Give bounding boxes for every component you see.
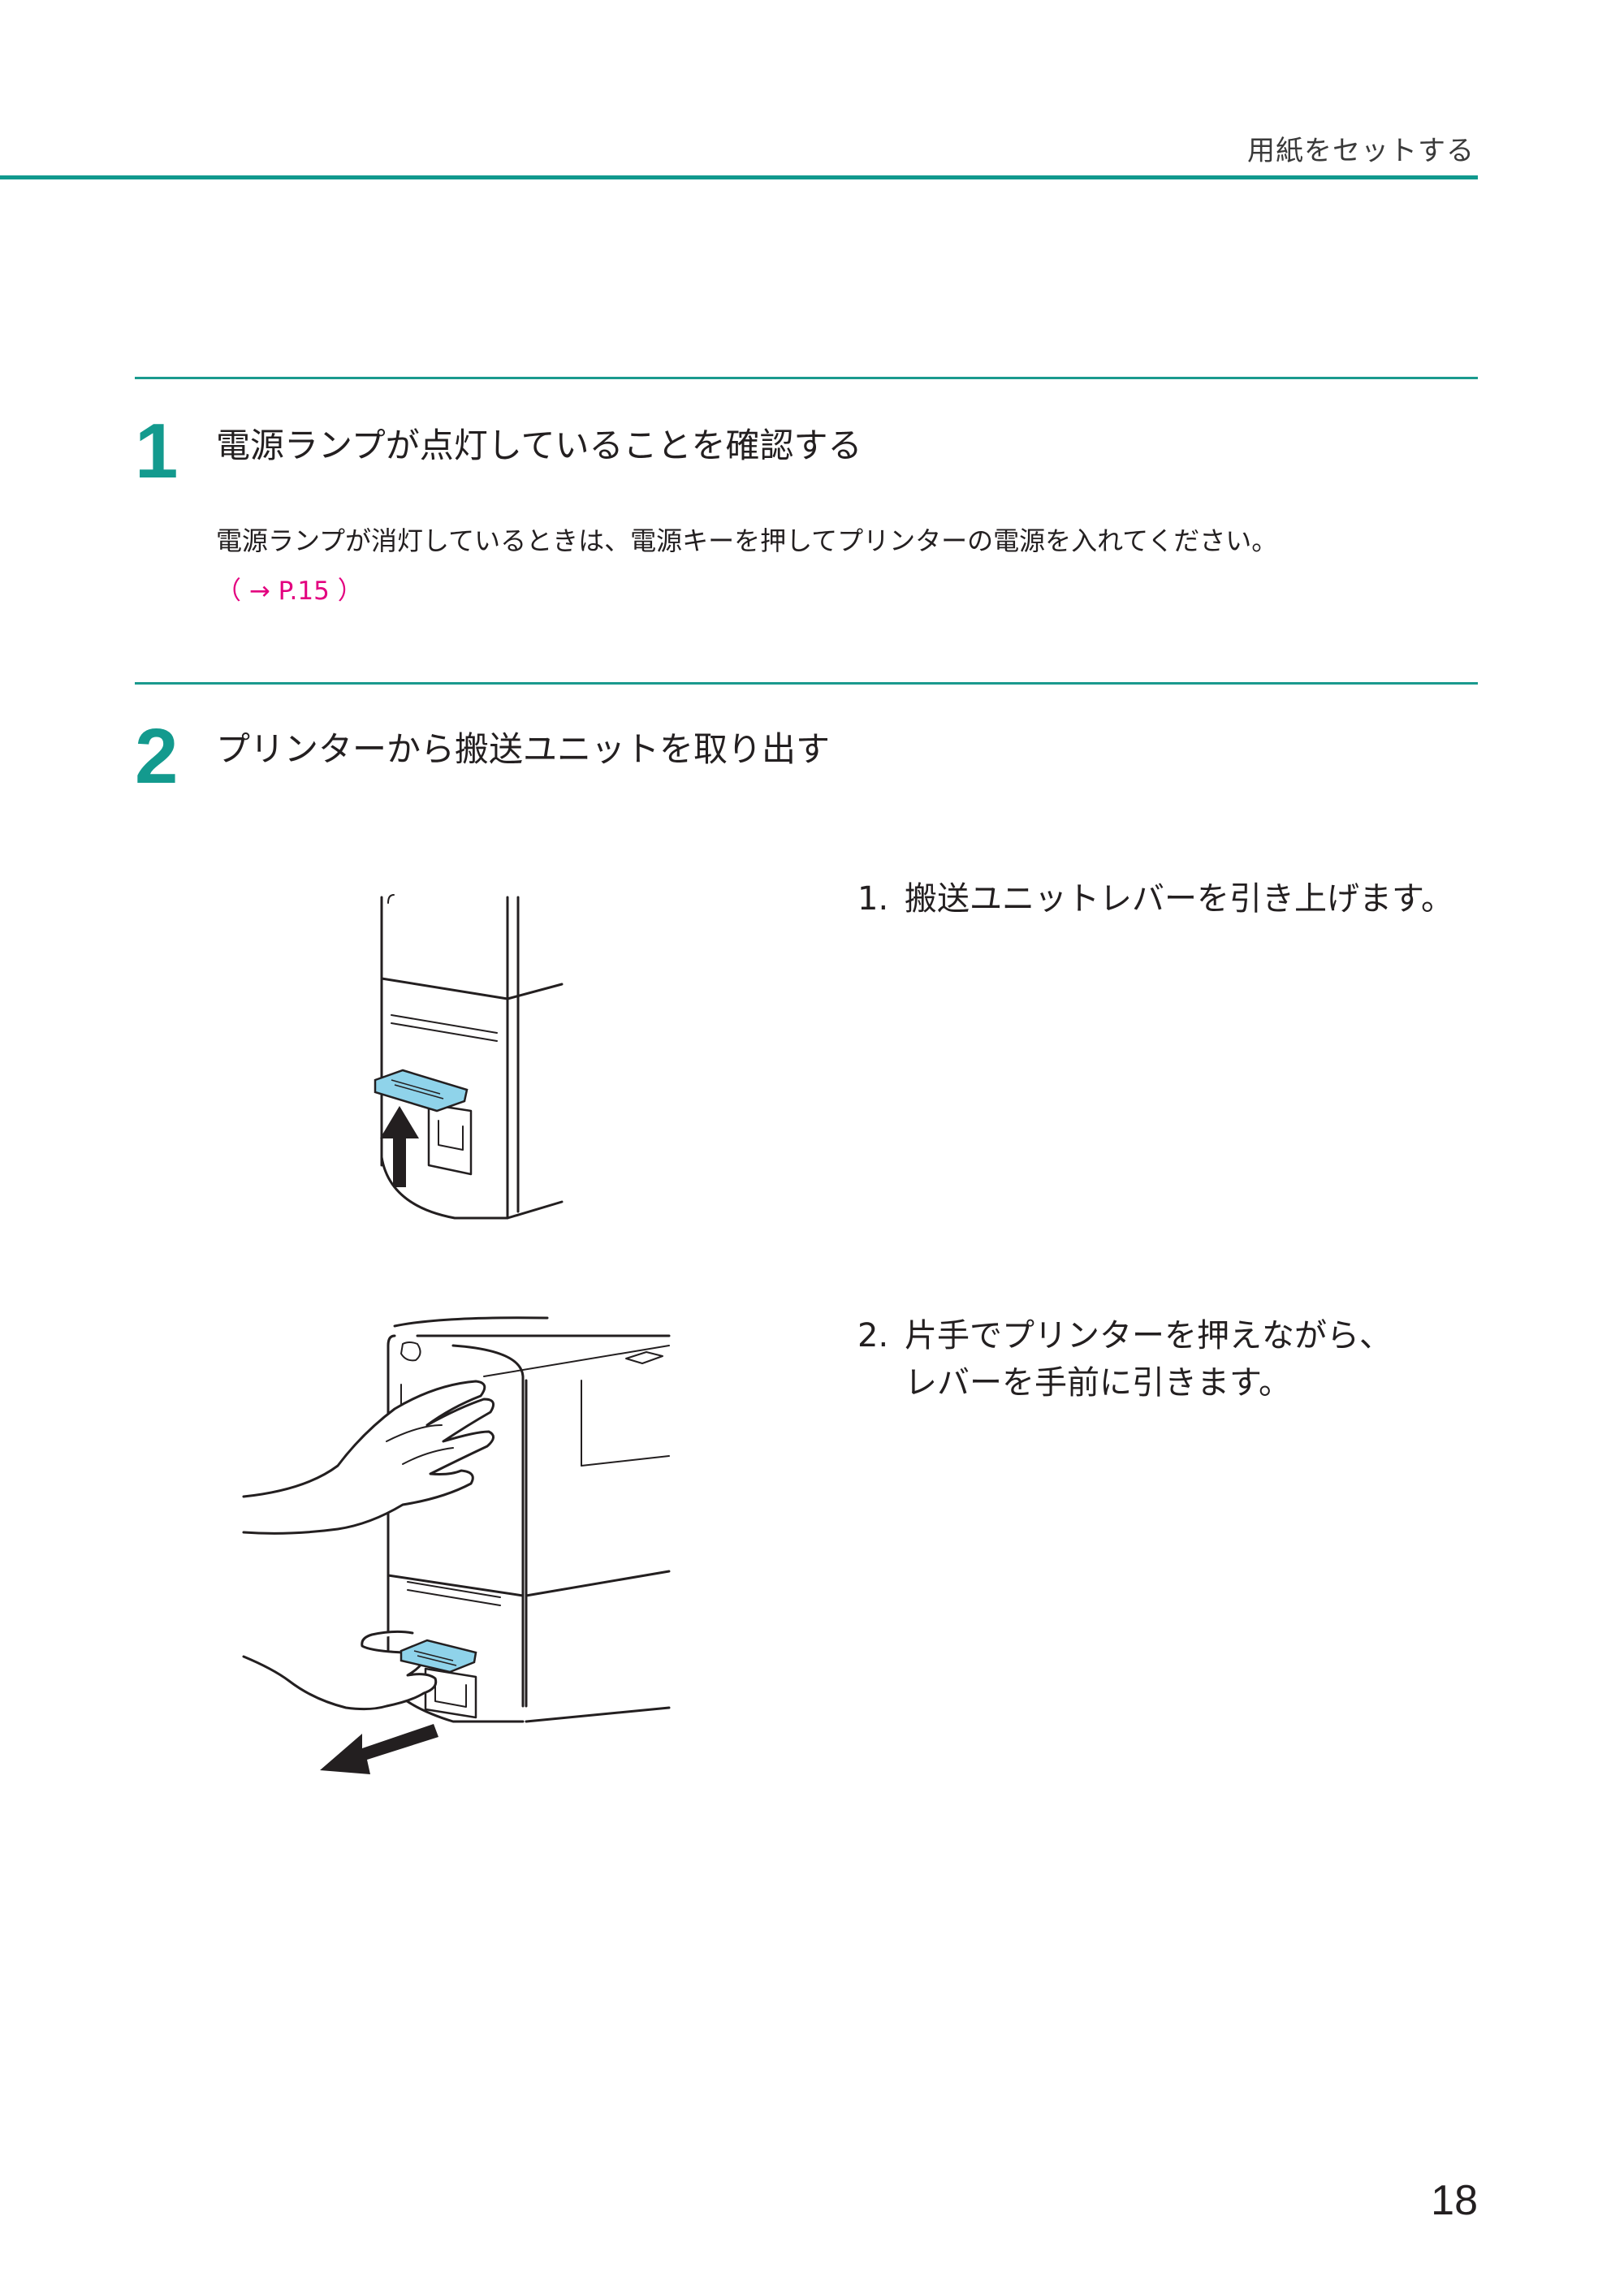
lift-lever-illustration <box>374 894 564 1220</box>
substep-1: 1. 搬送ユニットレバーを引き上げます。 <box>857 875 1453 922</box>
substep-2-text-line-1: 片手でプリンターを押えながら、 <box>905 1317 1392 1354</box>
substep-1-number: 1. <box>857 880 889 918</box>
hand-pulling-icon <box>242 1630 438 1711</box>
substep-2: 2. 片手でプリンターを押えながら、 レバーを手前に引きます。 <box>857 1312 1392 1406</box>
step-2-rule <box>135 682 1478 685</box>
lever-icon <box>400 1639 477 1674</box>
arrow-up-icon <box>380 1106 419 1187</box>
step-1-title: 電源ランプが点灯していることを確認する <box>216 426 862 465</box>
section-title: 用紙をセットする <box>1247 135 1475 167</box>
step-1-rule <box>135 377 1478 379</box>
substep-2-number: 2. <box>857 1317 889 1354</box>
step-2-title: プリンターから搬送ユニットを取り出す <box>216 729 831 769</box>
substep-1-text: 搬送ユニットレバーを引き上げます。 <box>905 880 1453 918</box>
step-2-number: 2 <box>135 713 179 800</box>
page-reference-link[interactable]: （ → P.15 ） <box>216 577 363 606</box>
substep-2-text-line-2: レバーを手前に引きます。 <box>905 1364 1291 1402</box>
step-1-number: 1 <box>135 408 179 495</box>
header-rule <box>0 175 1478 179</box>
step-1-note: 電源ランプが消灯しているときは、電源キーを押してプリンターの電源を入れてください… <box>216 525 1278 556</box>
hand-pressing-icon <box>242 1380 495 1535</box>
arrow-pull-icon <box>320 1724 438 1774</box>
page-number: 18 <box>1431 2177 1478 2224</box>
lever-icon <box>374 1069 469 1112</box>
pull-lever-illustration <box>242 1316 671 1774</box>
